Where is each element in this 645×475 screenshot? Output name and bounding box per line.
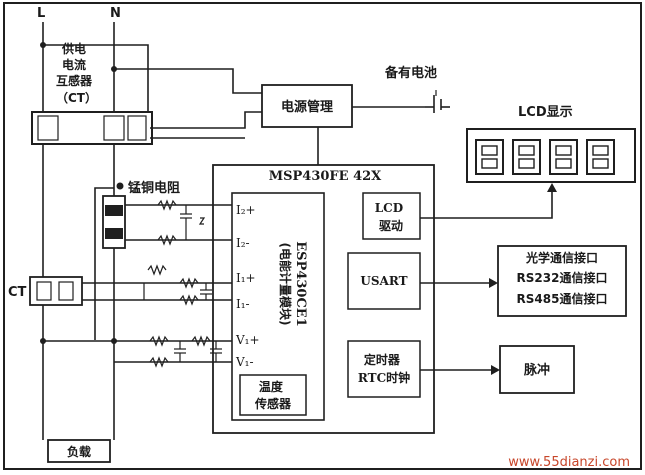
power-management-label: 电源管理 xyxy=(281,99,333,115)
battery-icon xyxy=(425,90,450,113)
pin-i2-minus: I₂- xyxy=(236,236,250,250)
supply-ct-line-1: 供电 xyxy=(61,41,86,56)
mcu-title: MSP430FE 42X xyxy=(269,169,382,184)
pin-i2-plus: I₂+ xyxy=(236,203,256,217)
lcd-driver-label: LCD 驱动 xyxy=(375,201,408,233)
comm-rs232: RS232通信接口 xyxy=(517,270,608,285)
temp-sensor-line-2: 传感器 xyxy=(254,396,292,411)
supply-ct-line-2: 电流 xyxy=(62,57,86,72)
temp-sensor-label: 温度 传感器 xyxy=(254,379,292,411)
lcd-digit xyxy=(475,139,504,175)
pin-i1-minus: I₁- xyxy=(236,297,250,311)
load-box xyxy=(47,439,111,463)
lcd-driver-line-1: LCD xyxy=(375,201,403,215)
lcd-digit xyxy=(586,139,615,175)
shunt-label: 锰铜电阻 xyxy=(128,180,180,196)
comm-rs485: RS485通信接口 xyxy=(517,291,608,306)
timer-box xyxy=(347,340,421,398)
supply-ct-line-4: （CT） xyxy=(56,90,97,105)
measurement-ct-body xyxy=(29,276,83,306)
shunt-body xyxy=(102,195,126,249)
outer-frame xyxy=(3,2,642,470)
usart-label: USART xyxy=(360,274,407,288)
esp-sub-label: (电能计量模块) xyxy=(278,243,293,326)
lcd-display-label: LCD显示 xyxy=(518,105,573,120)
pulse-label: 脉冲 xyxy=(523,362,550,378)
comm-optical: 光学通信接口 xyxy=(525,250,598,265)
comm-box xyxy=(497,245,627,317)
esp-label: ESP430CE1 xyxy=(293,241,308,327)
temp-sensor-line-1: 温度 xyxy=(259,379,284,394)
timer-line-2: RTC时钟 xyxy=(358,370,410,385)
lcd-digits xyxy=(475,139,615,175)
filter-network-i1 xyxy=(143,264,212,306)
filter-network-v1 xyxy=(149,335,222,368)
label-live: L xyxy=(37,6,45,21)
supply-ct-body xyxy=(31,111,153,145)
ct-label: CT xyxy=(8,285,27,300)
battery-label: 备有电池 xyxy=(384,65,437,81)
pulse-box xyxy=(499,345,575,394)
pin-i1-plus: I₁+ xyxy=(236,271,256,285)
label-neutral: N xyxy=(110,6,121,21)
esp-box xyxy=(231,192,325,421)
shunt-marker xyxy=(116,182,124,190)
watermark: www.55dianzi.com xyxy=(508,455,630,470)
temp-sensor-box xyxy=(239,374,307,416)
pin-v1-minus: V₁- xyxy=(235,355,254,369)
pin-v1-plus: V₁+ xyxy=(235,333,260,347)
timer-line-1: 定时器 xyxy=(364,352,401,367)
lcd-driver-line-2: 驱动 xyxy=(379,219,403,233)
supply-ct-line-3: 互感器 xyxy=(56,73,93,88)
power-management-box xyxy=(261,84,353,128)
supply-ct-label: 供电 电流 互感器 （CT） xyxy=(56,41,97,105)
load-label: 负载 xyxy=(67,444,91,459)
usart-box xyxy=(347,252,421,310)
lcd-driver-box xyxy=(362,192,421,240)
lcd-digit xyxy=(549,139,578,175)
lcd-digit xyxy=(512,139,541,175)
timer-label: 定时器 RTC时钟 xyxy=(358,352,410,385)
filter-network-i2 xyxy=(157,199,206,246)
